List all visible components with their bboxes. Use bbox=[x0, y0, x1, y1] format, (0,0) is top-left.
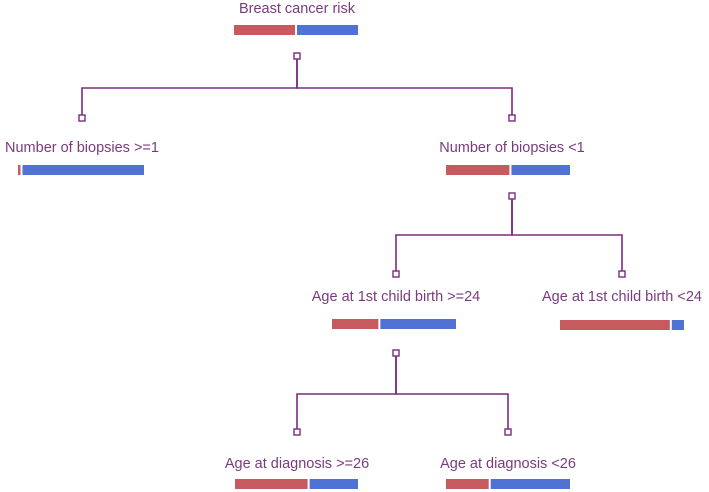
connector-out-root[interactable] bbox=[293, 52, 301, 60]
bar-segment-high-age-diag-lt26 bbox=[446, 479, 489, 489]
bar-segment-high-age-birth-lt24 bbox=[560, 320, 670, 330]
edge-age-birth-ge24-to-age-diag-lt26 bbox=[395, 356, 509, 429]
bar-segment-high-age-birth-ge24 bbox=[332, 319, 379, 329]
node-age-birth-ge24[interactable]: Age at 1st child birth >=24 bbox=[312, 270, 480, 357]
bar-segment-high-biopsies-lt1 bbox=[446, 165, 510, 175]
node-age-diag-ge26[interactable]: Age at diagnosis >=26 bbox=[225, 428, 369, 489]
bar-segment-low-age-diag-lt26 bbox=[490, 479, 570, 489]
connector-out-biopsies-lt1[interactable] bbox=[508, 192, 516, 200]
edge-root-to-biopsies-ge1 bbox=[81, 59, 298, 115]
node-label-age-birth-ge24: Age at 1st child birth >=24 bbox=[312, 289, 480, 305]
node-biopsies-lt1[interactable]: Number of biopsies <1 bbox=[439, 114, 585, 200]
bar-segment-low-biopsies-lt1 bbox=[511, 165, 570, 175]
connector-in-biopsies-ge1 bbox=[78, 114, 86, 122]
node-age-birth-lt24[interactable]: Age at 1st child birth <24 bbox=[542, 270, 702, 330]
bar-segment-low-age-birth-lt24 bbox=[671, 320, 684, 330]
node-label-biopsies-ge1: Number of biopsies >=1 bbox=[5, 140, 159, 156]
node-label-root: Breast cancer risk bbox=[239, 1, 356, 17]
edge-age-birth-ge24-to-age-diag-ge26 bbox=[296, 356, 397, 429]
bar-segment-low-biopsies-ge1 bbox=[22, 165, 145, 175]
edge-biopsies-lt1-to-age-birth-lt24 bbox=[511, 199, 623, 271]
bar-segment-low-root bbox=[297, 25, 358, 35]
connector-in-age-diag-lt26 bbox=[504, 428, 512, 436]
edge-biopsies-lt1-to-age-birth-ge24 bbox=[395, 199, 513, 271]
connector-out-age-birth-ge24[interactable] bbox=[392, 349, 400, 357]
connector-in-age-birth-ge24 bbox=[392, 270, 400, 278]
connector-in-age-birth-lt24 bbox=[618, 270, 626, 278]
node-root[interactable]: Breast cancer risk bbox=[234, 1, 358, 60]
connector-in-age-diag-ge26 bbox=[293, 428, 301, 436]
node-label-age-diag-lt26: Age at diagnosis <26 bbox=[440, 456, 576, 472]
edges-layer bbox=[81, 59, 623, 429]
bar-segment-high-biopsies-ge1 bbox=[18, 165, 21, 175]
bar-segment-low-age-diag-ge26 bbox=[309, 479, 358, 489]
node-label-age-diag-ge26: Age at diagnosis >=26 bbox=[225, 456, 369, 472]
bar-segment-low-age-birth-ge24 bbox=[380, 319, 456, 329]
node-age-diag-lt26[interactable]: Age at diagnosis <26 bbox=[440, 428, 576, 489]
connector-in-biopsies-lt1 bbox=[508, 114, 516, 122]
bar-segment-high-age-diag-ge26 bbox=[235, 479, 308, 489]
node-label-age-birth-lt24: Age at 1st child birth <24 bbox=[542, 289, 702, 305]
node-biopsies-ge1[interactable]: Number of biopsies >=1 bbox=[5, 114, 159, 175]
node-label-biopsies-lt1: Number of biopsies <1 bbox=[439, 140, 584, 156]
edge-root-to-biopsies-lt1 bbox=[296, 59, 513, 115]
bar-segment-high-root bbox=[234, 25, 295, 35]
